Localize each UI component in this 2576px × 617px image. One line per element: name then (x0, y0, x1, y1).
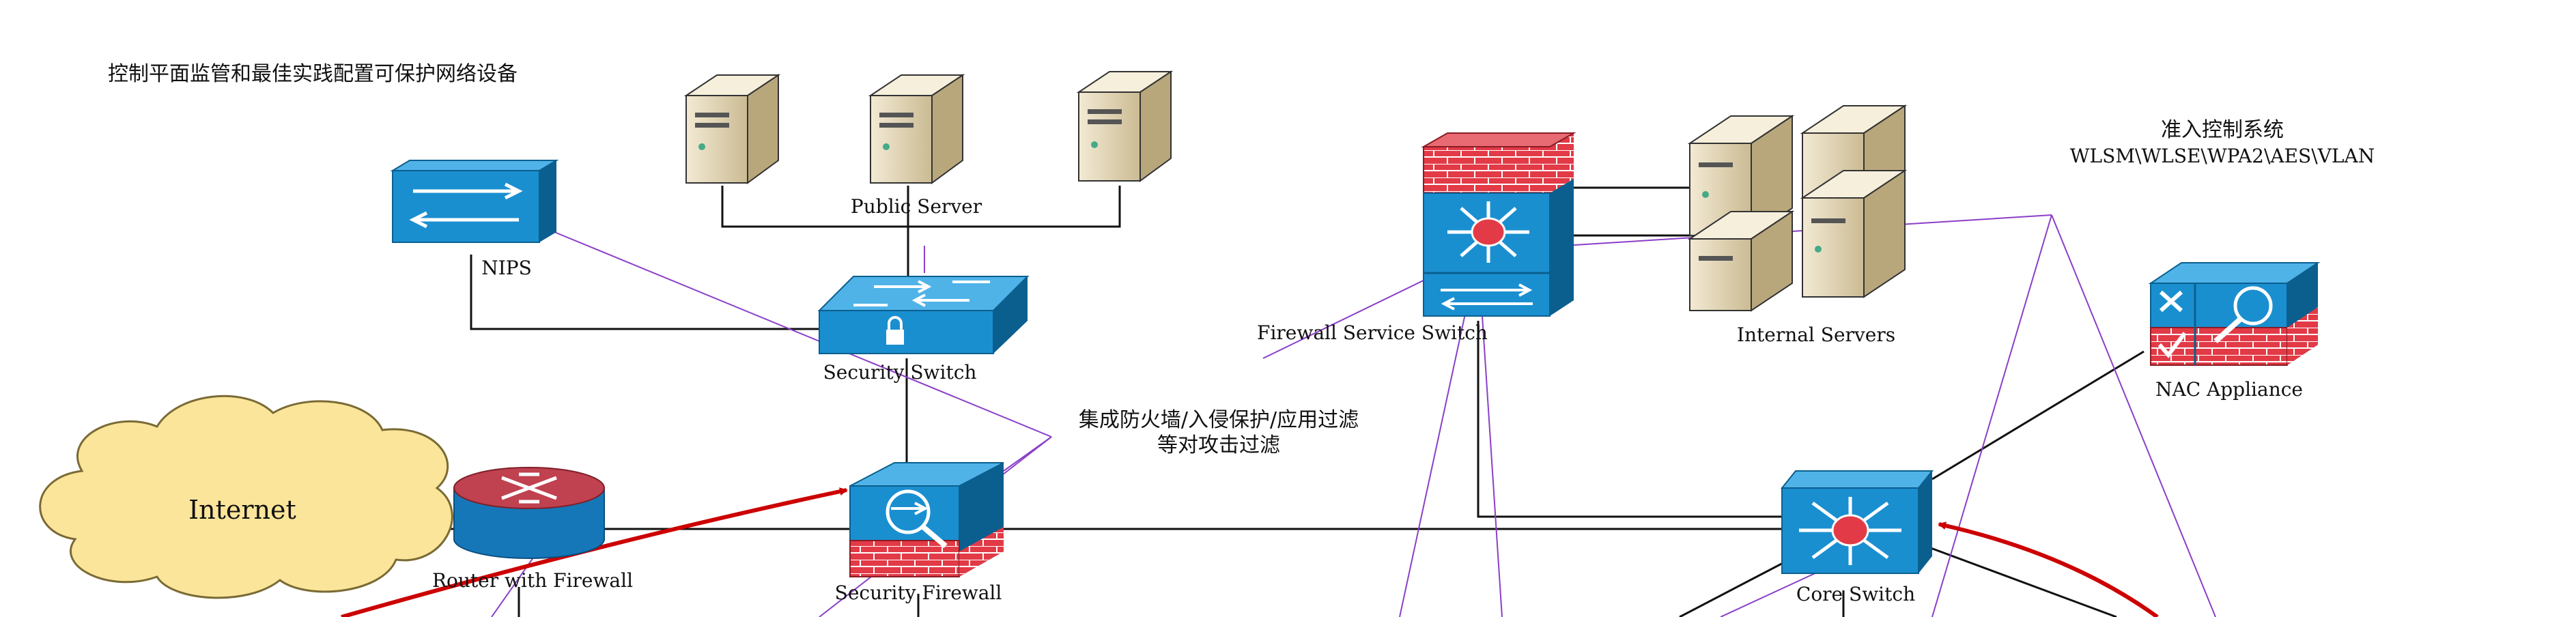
magnifier-icon (886, 489, 948, 549)
nips-label: NIPS (481, 257, 532, 279)
public-server-1[interactable] (683, 74, 781, 184)
internal-servers[interactable]: Internal Servers (1687, 104, 1908, 346)
diagram-title: 控制平面监管和最佳实践配置可保护网络设备 (108, 62, 518, 86)
security-firewall-label: Security Firewall (835, 582, 1002, 604)
internal-server-bottom-right (1800, 169, 1908, 298)
router-label: Router with Firewall (432, 569, 633, 592)
public-server-3[interactable] (1076, 70, 1174, 182)
check-icon (2157, 332, 2187, 358)
nac-label: NAC Appliance (2155, 378, 2303, 401)
internal-server-bottom-left (1687, 210, 1795, 312)
link-fwsm-core (1477, 321, 1789, 518)
link-core-downright (1925, 545, 2117, 617)
connection-lines (451, 186, 2145, 617)
attack-arrow-internet (341, 487, 848, 617)
nips-device[interactable]: NIPS (390, 160, 559, 279)
nac-appliance[interactable]: NAC Appliance (2148, 262, 2321, 401)
x-icon (2159, 290, 2183, 313)
nips-arrows-icon (409, 182, 523, 229)
switch-arrows-icon (853, 280, 990, 307)
fwsm-label: Firewall Service Switch (1257, 321, 1488, 344)
access-control-line2: WLSM\WLSE\WPA2\AES\VLAN (2070, 145, 2375, 167)
router-with-firewall[interactable]: Router with Firewall (432, 467, 633, 592)
core-switch-label: Core Switch (1796, 583, 1915, 605)
search-icon (2213, 286, 2273, 343)
firewall-note-line2: 等对攻击过滤 (1157, 433, 1280, 457)
link-core-nac (1931, 350, 2145, 480)
link-nips-switch (470, 255, 823, 330)
public-server-2[interactable] (868, 74, 965, 184)
internet-label: Internet (188, 495, 296, 525)
annotation-lines (491, 214, 2216, 617)
firewall-note-line1: 集成防火墙/入侵保护/应用过滤 (1079, 408, 1359, 432)
attack-arrows (341, 487, 2159, 617)
attack-arrow-core (1938, 521, 2159, 617)
access-control-line1: 准入控制系统 (2161, 118, 2284, 142)
core-switch[interactable]: Core Switch (1780, 470, 1934, 605)
internal-servers-label: Internal Servers (1737, 324, 1895, 346)
public-server-label: Public Server (851, 195, 982, 218)
security-switch-label: Security Switch (823, 361, 977, 384)
internet-cloud: Internet (39, 394, 453, 599)
lock-icon (886, 330, 904, 345)
firewall-service-switch[interactable]: Firewall Service Switch (1257, 132, 1576, 344)
link-public-servers (721, 186, 1121, 228)
router-arrows-icon (501, 472, 557, 504)
security-switch[interactable]: Security Switch (817, 276, 1030, 384)
security-firewall[interactable]: Security Firewall (835, 462, 1004, 604)
